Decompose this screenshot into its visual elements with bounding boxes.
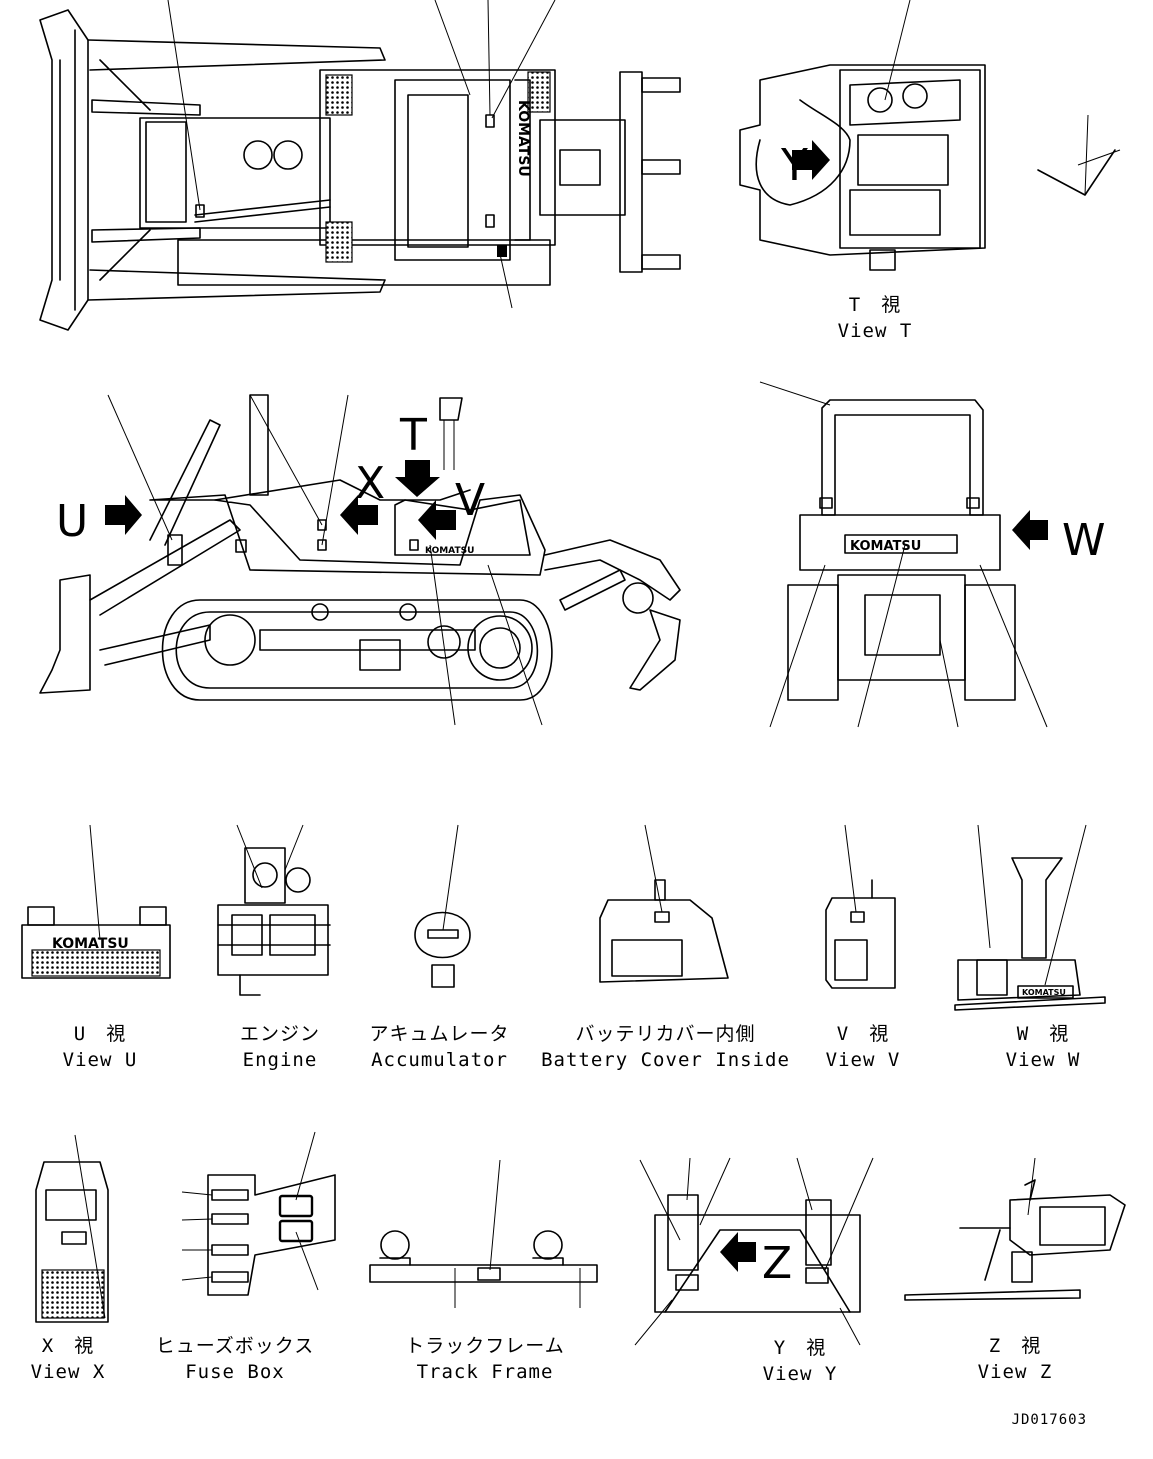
view-t-label: T 視 View T: [790, 292, 960, 344]
view-y-drawing: [634, 1157, 874, 1346]
view-w-label: W 視 View W: [983, 1021, 1103, 1073]
engine-jp: エンジン: [239, 1023, 320, 1045]
view-u-drawing: KOMATSU: [21, 824, 171, 979]
view-y-arrow-letter: Y: [780, 140, 808, 191]
engine-drawing: [217, 824, 331, 996]
fuse-box-jp: ヒューズボックス: [155, 1335, 315, 1357]
battery-cover-jp: バッテリカバー内側: [575, 1023, 756, 1045]
view-x-drawing: [35, 1134, 109, 1323]
view-x-jp: X 視: [41, 1335, 95, 1357]
view-z-en: View Z: [977, 1361, 1053, 1383]
accumulator-drawing: [414, 824, 471, 988]
view-z-label: Z 視 View Z: [955, 1333, 1075, 1385]
view-x-en: View X: [30, 1361, 106, 1383]
fuse-box-en: Fuse Box: [185, 1361, 285, 1383]
track-frame-label: トラックフレーム Track Frame: [400, 1333, 570, 1385]
view-u-decal-komatsu: KOMATSU: [52, 936, 129, 952]
view-w-drawing: KOMATSU: [954, 824, 1106, 1011]
view-z-jp: Z 視: [988, 1335, 1042, 1357]
view-v-en: View V: [825, 1049, 901, 1071]
fuse-box-label: ヒューズボックス Fuse Box: [150, 1333, 320, 1385]
view-y-jp: Y 視: [773, 1337, 827, 1359]
arrow-letter-t: T: [399, 410, 427, 461]
accumulator-jp: アキュムレータ: [369, 1023, 510, 1045]
battery-cover-label: バッテリカバー内側 Battery Cover Inside: [533, 1021, 798, 1073]
battery-cover-en: Battery Cover Inside: [541, 1049, 790, 1071]
accumulator-en: Accumulator: [371, 1049, 508, 1071]
view-v-drawing: [825, 824, 896, 989]
track-frame-jp: トラックフレーム: [405, 1335, 565, 1357]
arrow-letter-w: W: [1062, 515, 1106, 566]
view-t-en: View T: [837, 320, 913, 342]
view-t-jp: T 視: [848, 294, 902, 316]
side-decal-komatsu: KOMATSU: [425, 546, 474, 556]
top-view-drawing: KOMATSU: [39, 0, 681, 331]
side-view-drawing: KOMATSU: [39, 394, 681, 726]
view-x-label: X 視 View X: [8, 1333, 128, 1385]
view-v-label: V 視 View V: [803, 1021, 923, 1073]
view-u-jp: U 視: [73, 1023, 127, 1045]
rear-decal-komatsu: KOMATSU: [850, 539, 921, 554]
view-u-label: U 視 View U: [40, 1021, 160, 1073]
track-frame-drawing: [369, 1159, 598, 1308]
view-z-drawing: [904, 1157, 1126, 1301]
view-w-decal-komatsu: KOMATSU: [1022, 988, 1066, 997]
battery-cover-drawing: [599, 824, 729, 983]
rear-view-drawing: KOMATSU: [759, 381, 1048, 728]
view-w-jp: W 視: [1016, 1023, 1070, 1045]
track-frame-en: Track Frame: [416, 1361, 554, 1383]
view-y-label: Y 視 View Y: [740, 1335, 860, 1387]
document-id: JD017603: [1011, 1412, 1087, 1428]
arrow-letter-u: U: [56, 496, 88, 547]
view-y-en: View Y: [762, 1363, 838, 1385]
arrow-letter-v: V: [455, 475, 485, 526]
fuse-box-drawing: [181, 1131, 336, 1296]
view-t-drawing: [739, 0, 1121, 271]
view-v-jp: V 視: [836, 1023, 890, 1045]
engine-label: エンジン Engine: [220, 1021, 340, 1073]
arrow-letter-z: Z: [762, 1238, 792, 1289]
arrow-letter-x: X: [355, 458, 385, 509]
engine-en: Engine: [242, 1049, 318, 1071]
view-u-en: View U: [62, 1049, 138, 1071]
view-w-en: View W: [1005, 1049, 1081, 1071]
accumulator-label: アキュムレータ Accumulator: [362, 1021, 517, 1073]
top-decal-komatsu: KOMATSU: [515, 100, 531, 177]
